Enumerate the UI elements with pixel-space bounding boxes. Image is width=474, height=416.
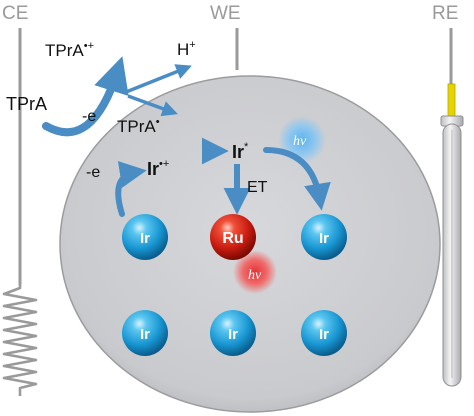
iridium-emission-label: hv bbox=[293, 134, 307, 149]
emitter-spheres: Ir Ru Ir Ir Ir Ir bbox=[122, 214, 347, 356]
tpra-oxidation-arrow bbox=[42, 56, 129, 137]
iridium-sphere: Ir bbox=[301, 214, 347, 260]
iridium-sphere: Ir bbox=[210, 310, 256, 356]
svg-text:Ir: Ir bbox=[319, 230, 329, 247]
svg-text:Ir: Ir bbox=[140, 230, 150, 247]
tpra-radical-label: TPrA• bbox=[117, 116, 160, 136]
ir-excited-label: Ir* bbox=[232, 141, 249, 162]
ir-oxidation-arrow bbox=[115, 161, 147, 217]
iridium-sphere: Ir bbox=[122, 214, 168, 260]
iridium-sphere: Ir bbox=[122, 310, 168, 356]
reaction-arrows bbox=[42, 56, 331, 217]
svg-text:Ir: Ir bbox=[228, 326, 238, 343]
proton-label: H+ bbox=[177, 39, 196, 59]
oxidation-step-left-label: -e bbox=[86, 164, 100, 181]
ir-relaxation-arrow bbox=[263, 147, 331, 211]
ir-radical-cation-label: Ir•+ bbox=[147, 158, 169, 179]
reference-electrode bbox=[440, 28, 464, 387]
ruthenium-emission-glow bbox=[233, 250, 277, 294]
svg-text:Ru: Ru bbox=[222, 230, 243, 247]
ruthenium-emission-label: hv bbox=[248, 268, 262, 283]
ruthenium-sphere: Ru bbox=[210, 214, 256, 260]
proton-release-arrow bbox=[125, 64, 192, 94]
tpra-radical-arrow bbox=[127, 94, 178, 117]
counter-electrode bbox=[2, 28, 38, 396]
energy-transfer-label: ET bbox=[247, 179, 268, 196]
working-electrode-label: WE bbox=[210, 3, 241, 24]
counter-electrode-label: CE bbox=[2, 3, 28, 24]
svg-text:Ir: Ir bbox=[319, 326, 329, 343]
iridium-sphere: Ir bbox=[301, 310, 347, 356]
svg-text:Ir: Ir bbox=[140, 326, 150, 343]
tpra-radical-cation-label: TPrA•+ bbox=[45, 40, 94, 60]
tpra-label: TPrA bbox=[6, 94, 47, 114]
oxidation-step-top-label: -e bbox=[82, 108, 96, 125]
reference-electrode-label: RE bbox=[432, 3, 458, 24]
